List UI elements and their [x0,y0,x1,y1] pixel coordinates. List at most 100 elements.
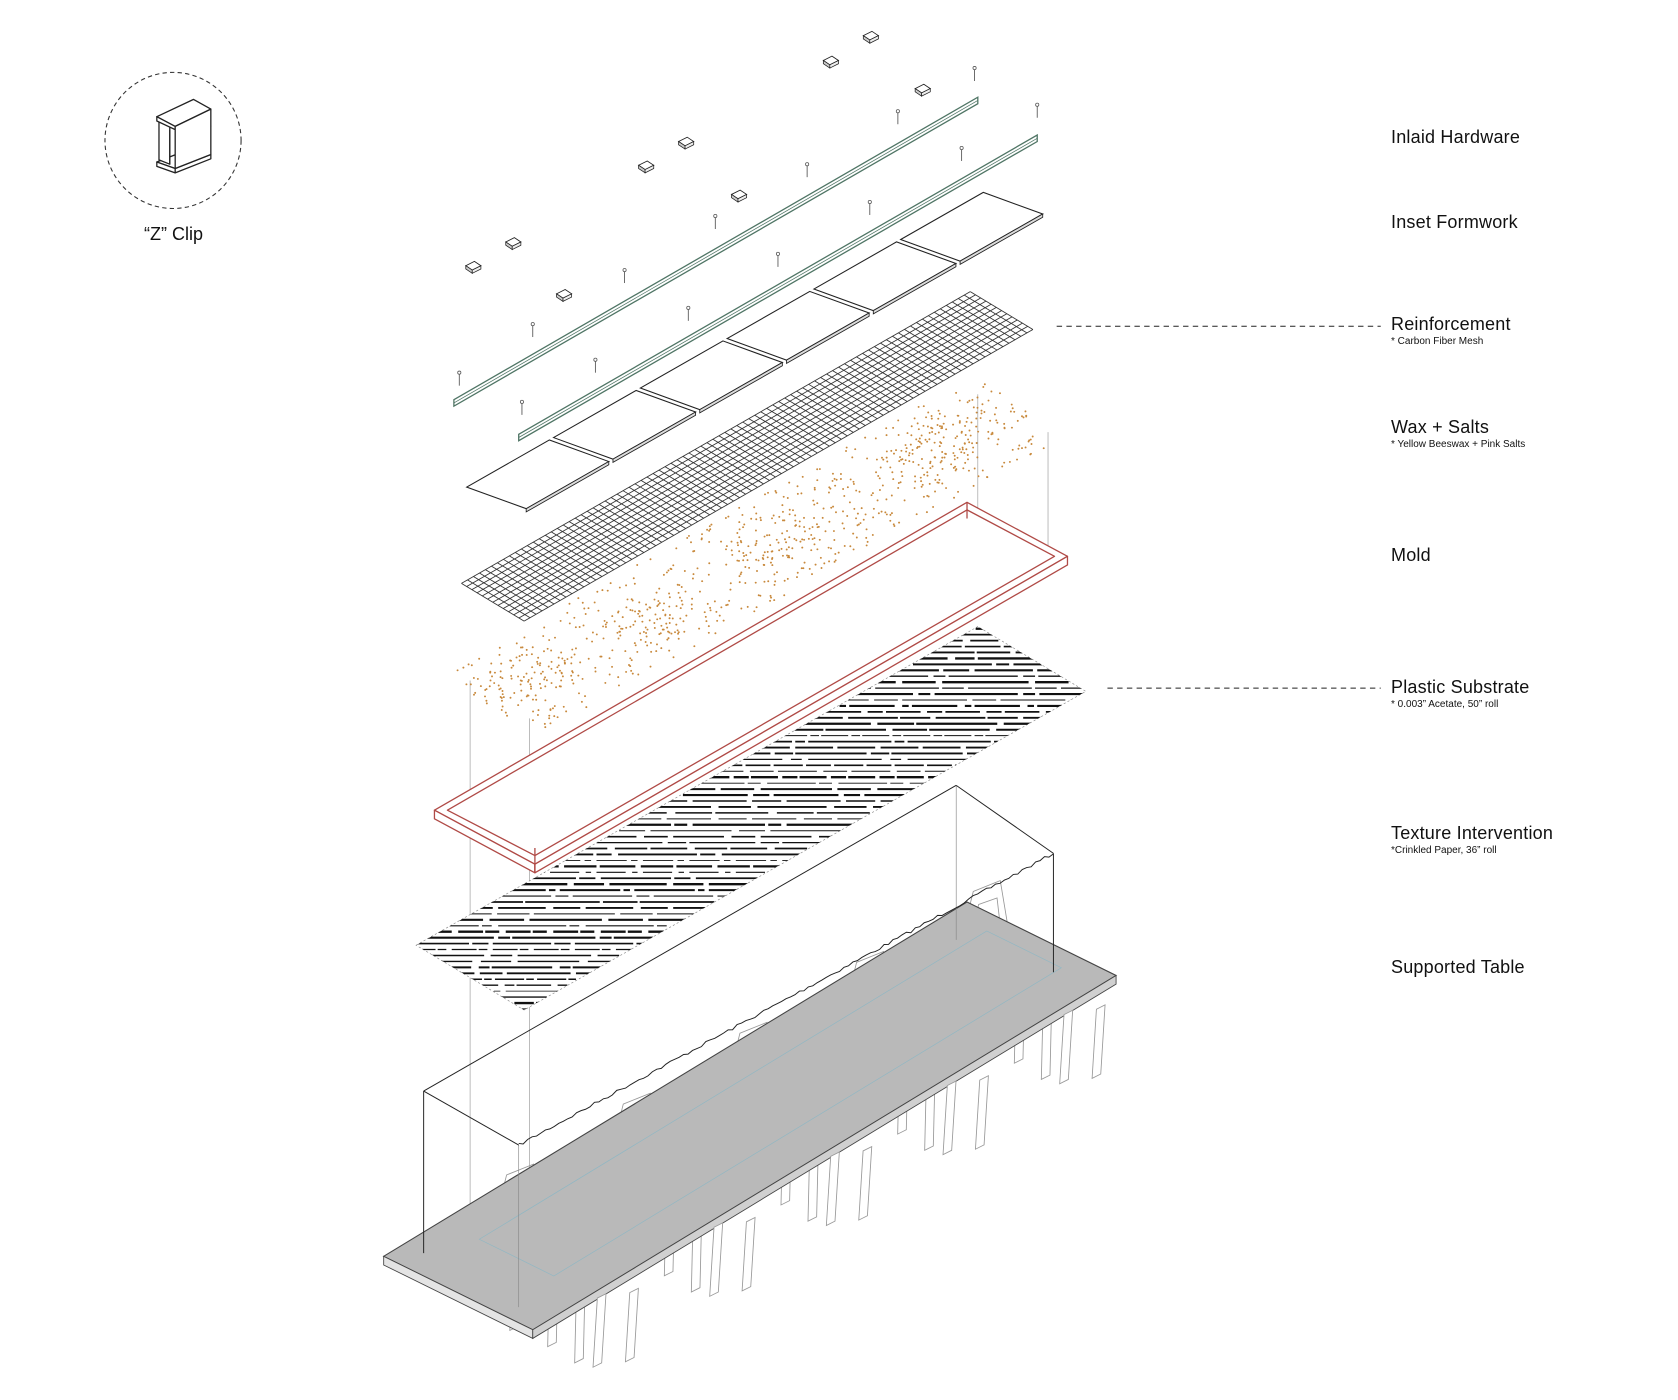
salt-dot [738,528,741,531]
salt-dot [813,537,816,540]
salt-dot [885,434,888,437]
salt-dot [562,705,565,708]
salt-dot [724,517,727,519]
salt-dot [1009,410,1012,413]
salt-dot [769,544,772,547]
salt-dot [856,512,859,515]
salt-dot [738,536,741,539]
salt-dot [1016,458,1018,461]
salt-dot [748,566,751,569]
salt-dot [518,659,521,662]
salt-dot [986,476,989,479]
salt-dot [941,451,944,453]
salt-dot [831,479,834,482]
salt-dot [865,536,868,539]
salt-dot [899,481,902,484]
salt-dot [544,685,547,688]
salt-dot [658,633,661,636]
salt-dot [720,540,723,543]
salt-dot [534,694,537,697]
salt-dot [500,708,503,711]
salt-dot [585,706,588,709]
salt-dot [556,666,559,669]
salt-dot [708,562,711,565]
salt-dot [898,521,901,524]
salt-dot [798,520,801,523]
salt-dot [937,417,940,420]
salt-dot [1001,465,1004,468]
leg-post [942,1080,957,1156]
salt-dot [855,517,858,520]
salt-dot [560,671,563,674]
salt-dot [698,590,701,593]
salt-dot [975,442,978,444]
salt-dot [636,650,639,653]
salt-dot [498,646,501,649]
salt-dot [578,626,581,628]
salt-dot [753,506,756,509]
salt-dot [823,562,826,565]
salt-dot [865,544,868,547]
salt-dot [677,637,680,640]
salt-dot [915,438,918,441]
salt-dot [1011,448,1014,451]
salt-dot [530,685,532,688]
salt-dot [543,650,545,653]
salt-dot [998,392,1001,395]
salt-dot [755,558,758,561]
salt-dot [579,661,582,664]
salt-dot [502,696,505,699]
salt-dot [926,471,929,474]
salt-dot [783,519,786,522]
salt-dot [740,607,743,610]
salt-dot [906,432,909,435]
salt-dot [617,676,620,679]
salt-dot [530,653,533,656]
salt-dot [633,642,636,645]
salt-dot [616,631,619,634]
salt-dot [916,446,919,448]
salt-dot [544,676,547,679]
salt-dot [843,494,846,497]
salt-dot [762,558,765,560]
salt-dot [942,436,945,439]
screw-head [530,322,535,327]
salt-dot [810,533,813,536]
salt-dot [885,427,888,430]
salt-dot [813,543,816,546]
salt-dot [559,619,562,622]
salt-dot [629,657,632,660]
paper-outline [478,930,1062,1277]
salt-dot [969,434,972,437]
salt-dot [701,580,704,583]
salt-dot [839,473,842,475]
salt-dot [965,420,968,423]
salt-dot [744,566,747,568]
salt-dot [743,555,746,557]
salt-dot [834,552,837,555]
salt-dot [831,472,834,475]
label-supported-table: Supported Table [1391,957,1525,978]
salt-dot [938,445,941,448]
salt-dot [851,456,854,459]
salt-dot [971,398,974,401]
salt-dot [510,674,513,677]
salt-dot [944,453,947,455]
salt-dot [775,491,778,494]
salt-dot [742,559,745,562]
salt-dot [548,714,551,717]
salt-dot [782,495,785,498]
salt-dot [786,554,789,557]
salt-dot [726,603,729,606]
layer-title: Texture Intervention [1391,823,1554,843]
salt-dot [822,507,825,510]
salt-dot [631,609,634,612]
salt-dot [832,530,835,533]
salt-dot [1028,439,1031,442]
salt-dot [901,475,904,478]
screw-head [972,66,977,71]
salt-dot [696,567,699,570]
salt-dot [693,645,696,648]
salt-dot [620,627,623,630]
salt-dot [677,591,680,594]
